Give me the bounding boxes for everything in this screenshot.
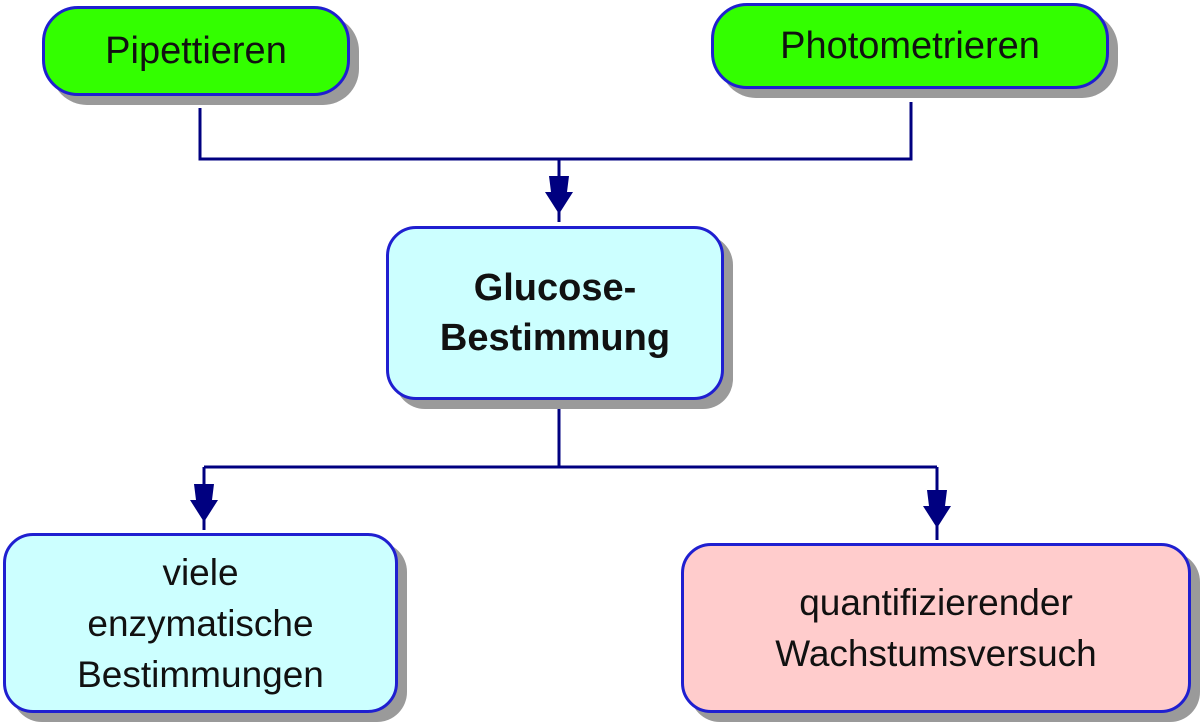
node-pipettieren-label: Pipettieren (105, 29, 287, 72)
node-photometrieren: Photometrieren (711, 3, 1109, 89)
node-wachstumsversuch: quantifizierender Wachstumsversuch (681, 543, 1191, 713)
node-wachstumsversuch-label: quantifizierender Wachstumsversuch (775, 582, 1097, 674)
node-viele-label: viele enzymatische Bestimmungen (77, 551, 324, 695)
arrowhead-wachstum-tip (923, 506, 951, 528)
line-photometrieren (559, 102, 913, 161)
node-pipettieren: Pipettieren (42, 6, 350, 96)
arrowhead-viele-tip (190, 500, 218, 522)
arrowhead-glucose-tip (545, 192, 573, 214)
node-glucose-bestimmung: Glucose- Bestimmung (386, 226, 724, 400)
node-photometrieren-label: Photometrieren (780, 24, 1040, 67)
node-glucose-bestimmung-label: Glucose- Bestimmung (439, 267, 671, 359)
line-pipettieren (198, 108, 559, 161)
node-viele-enzymatische-bestimmungen: viele enzymatische Bestimmungen (3, 533, 398, 713)
